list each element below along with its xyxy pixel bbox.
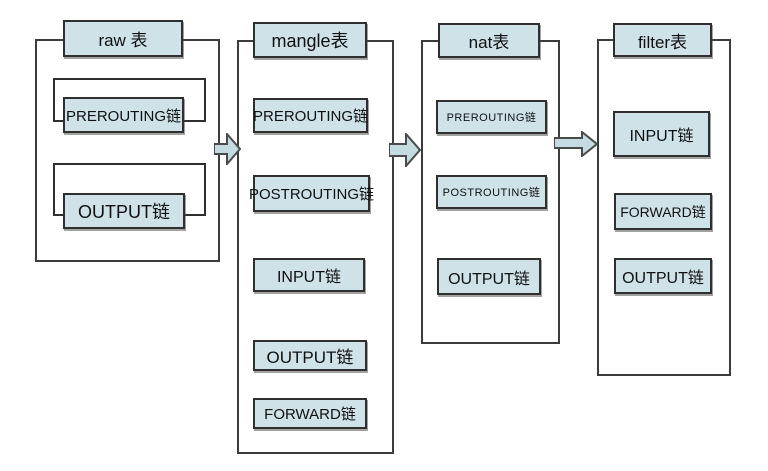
mangle-table-title: mangle表 (253, 22, 367, 58)
flow-arrow-nat-to-filter-icon (554, 131, 598, 157)
filter-table-title: filter表 (613, 23, 712, 57)
flow-arrow-raw-to-mangle-icon (214, 133, 241, 165)
raw-table-title: raw 表 (63, 20, 183, 57)
mangle-chain-input: INPUT链 (253, 258, 365, 292)
flow-arrow-mangle-to-nat-icon (389, 133, 421, 167)
filter-chain-output: OUTPUT链 (614, 258, 712, 294)
mangle-chain-forward: FORWARD链 (253, 398, 367, 429)
raw-chain-output: OUTPUT链 (63, 193, 185, 229)
nat-table-title: nat表 (438, 23, 540, 58)
nat-chain-postrouting: POSTROUTING链 (436, 175, 547, 209)
filter-chain-forward: FORWARD链 (614, 193, 712, 230)
nat-chain-prerouting: PREROUTING链 (436, 100, 547, 134)
filter-chain-input: INPUT链 (613, 111, 710, 157)
raw-chain-prerouting: PREROUTING链 (63, 97, 184, 133)
mangle-chain-postrouting: POSTROUTING链 (249, 175, 374, 212)
mangle-chain-output: OUTPUT链 (253, 340, 367, 371)
mangle-chain-prerouting: PREROUTING链 (253, 98, 368, 133)
nat-chain-output: OUTPUT链 (437, 258, 541, 295)
